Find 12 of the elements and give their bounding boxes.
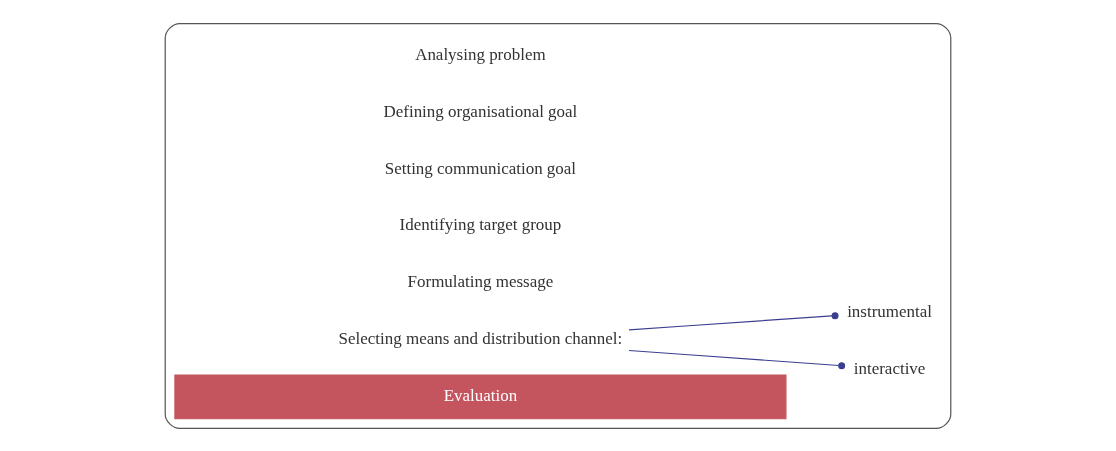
connector — [628, 349, 846, 369]
label: Analysing problem — [415, 44, 546, 64]
node-text: instrumental — [847, 301, 932, 321]
label: Identifying target group — [399, 214, 562, 234]
label: Defining organisational goal — [383, 101, 578, 121]
node-box: Evaluation — [174, 374, 787, 419]
node-text: Selecting means and distribution channel: — [338, 328, 623, 348]
cluster — [164, 22, 952, 429]
node-text: interactive — [853, 358, 926, 378]
connector — [628, 311, 839, 330]
label: Formulating message — [407, 271, 554, 291]
label: Setting communication goal — [384, 158, 577, 178]
